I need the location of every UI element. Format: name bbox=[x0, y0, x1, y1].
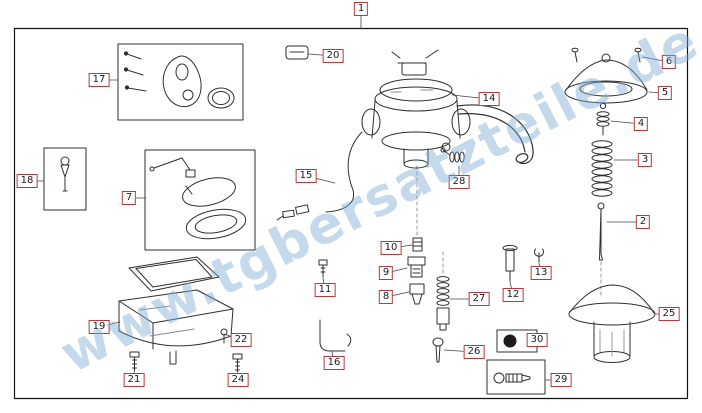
pilot-jet-10 bbox=[412, 237, 423, 252]
leader-lines bbox=[26, 8, 670, 381]
inset-box-18 bbox=[43, 147, 87, 211]
overflow-clip-16 bbox=[319, 319, 352, 352]
leader-30 bbox=[526, 339, 538, 342]
frame-border bbox=[13, 27, 689, 400]
leader-13 bbox=[538, 262, 542, 274]
spring-plunger-27 bbox=[436, 276, 450, 331]
jet-kit-29 bbox=[493, 372, 531, 384]
slide-cap-20 bbox=[285, 45, 309, 60]
leader-26 bbox=[443, 349, 475, 353]
throttle-cable-15 bbox=[276, 131, 363, 221]
leader-15 bbox=[305, 175, 336, 184]
leader-19 bbox=[98, 321, 121, 328]
top-cover-5 bbox=[564, 53, 648, 104]
float-assembly-7 bbox=[149, 157, 247, 240]
main-jet-9 bbox=[407, 256, 426, 278]
leader-20 bbox=[308, 53, 334, 57]
leader-9 bbox=[385, 267, 408, 274]
jet-holder-8 bbox=[409, 283, 425, 305]
inset-box-17 bbox=[117, 43, 244, 121]
diaphragm-cover-parts-17 bbox=[123, 51, 235, 109]
leader-22 bbox=[223, 333, 242, 341]
needle-seat-4 bbox=[596, 102, 610, 136]
leader-6 bbox=[642, 56, 670, 63]
spring-screw-28 bbox=[440, 147, 465, 163]
clip-13 bbox=[534, 248, 544, 263]
inset-box-7 bbox=[144, 149, 256, 251]
cover-screws-6 bbox=[571, 47, 642, 63]
leader-10 bbox=[390, 244, 413, 249]
leader-12 bbox=[509, 281, 514, 296]
leader-8 bbox=[385, 291, 410, 298]
jet-kit-box-29 bbox=[486, 359, 546, 395]
leader-11 bbox=[322, 277, 326, 291]
bowl-screw-22 bbox=[220, 328, 228, 344]
float-bowl-19 bbox=[118, 289, 234, 365]
screw-11 bbox=[318, 259, 328, 278]
idle-screw-26 bbox=[432, 337, 444, 363]
leader-5 bbox=[648, 91, 666, 94]
leader-4 bbox=[610, 120, 642, 125]
bolt-21 bbox=[129, 351, 140, 372]
vacuum-piston-25 bbox=[568, 284, 656, 363]
leader-14 bbox=[451, 94, 490, 100]
needle-jet-12 bbox=[502, 244, 518, 282]
bowl-gasket-19 bbox=[128, 256, 220, 292]
intake-pipe bbox=[456, 104, 534, 165]
float-needle-18 bbox=[60, 156, 70, 192]
bolt-24 bbox=[232, 353, 243, 373]
return-spring-3 bbox=[591, 140, 613, 197]
leader-16 bbox=[331, 351, 335, 364]
jet-needle-2 bbox=[597, 202, 605, 261]
carburetor-body-14 bbox=[361, 49, 471, 169]
oring-30 bbox=[503, 334, 517, 348]
